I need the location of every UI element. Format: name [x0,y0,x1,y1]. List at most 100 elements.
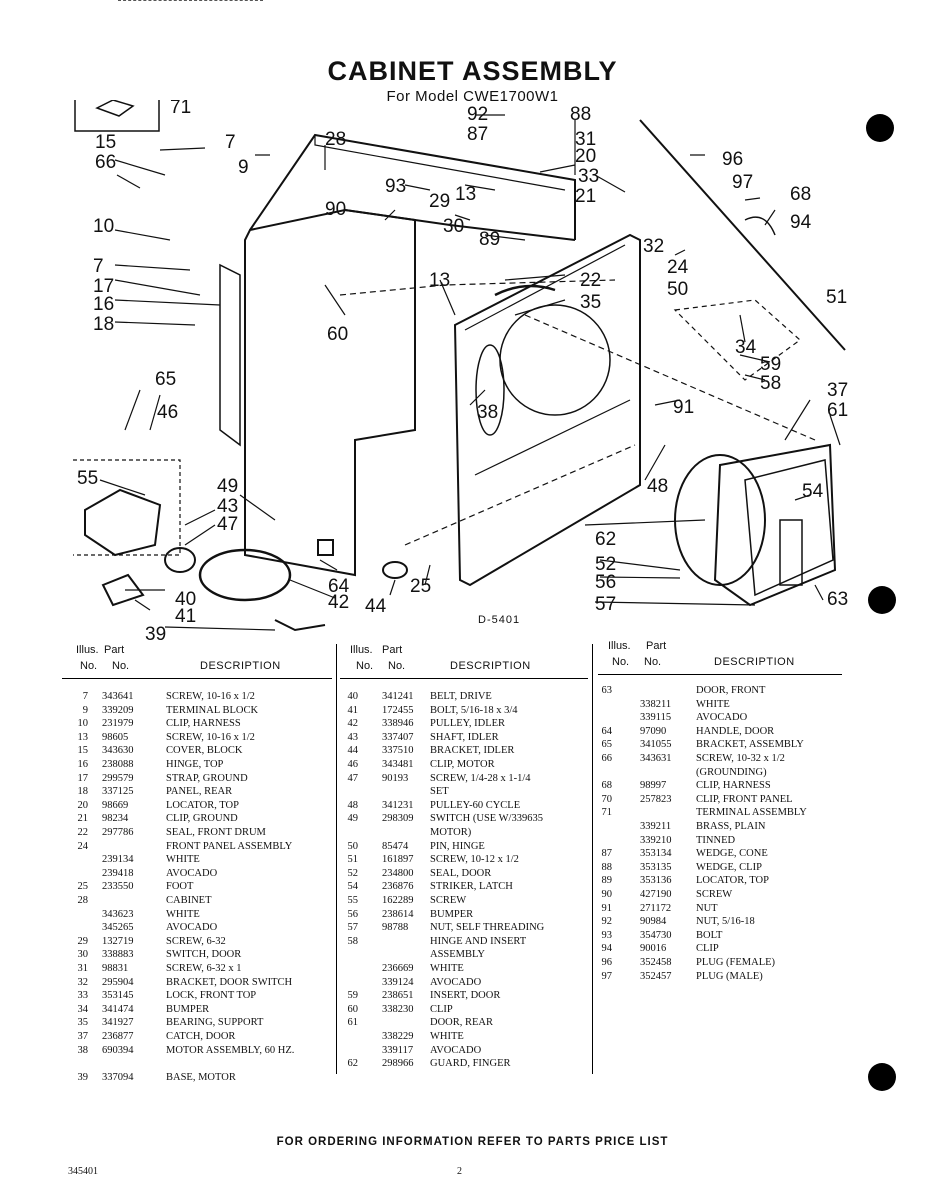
part-description: SCREW, 6-32 [166,935,226,947]
callout-label: 24 [667,257,689,278]
part-description: AVOCADO [430,976,482,988]
part-description: WEDGE, CONE [696,848,768,860]
part-description: MOTOR) [430,827,472,838]
part-description: NUT [696,902,718,914]
part-description: DOOR, FRONT [696,685,766,696]
part-number: 341241 [382,691,414,702]
part-description: BRASS, PLAIN [696,821,766,832]
part-description: GUARD, FINGER [430,1058,511,1070]
part-description: TINNED [696,834,736,846]
illus-number: 64 [601,725,613,737]
callout-label: 68 [790,184,811,205]
callout-label: 47 [217,514,238,535]
callout-label: 70 [55,100,76,105]
part-description: WHITE [166,908,200,920]
part-description: STRAP, GROUND [166,772,248,784]
illus-number: 91 [601,902,613,914]
illus-number: 22 [77,827,89,838]
page-title: CABINET ASSEMBLY [327,56,618,86]
part-description: AVOCADO [166,922,218,934]
column-header: Illus. Part No. No. DESCRIPTION [598,640,842,678]
part-number: 338883 [102,949,134,961]
illus-number: 42 [347,718,359,730]
illus-number: 66 [601,753,613,764]
binder-hole-middle [868,586,896,614]
top-edge-line [118,0,263,1]
callout-label: 34 [735,337,757,358]
callout-label: 7 [93,256,104,277]
illus-number: 70 [601,793,613,805]
part-number: 341927 [102,1017,134,1029]
part-description: CLIP [696,943,719,955]
callout-label: 40 [175,589,196,610]
illus-number: 93 [601,929,613,941]
part-number: 352457 [640,970,672,982]
callout-label: 28 [325,129,346,150]
column-divider-1 [336,644,337,1074]
part-number: 339115 [640,712,672,724]
part-description: SHAFT, IDLER [430,731,499,743]
illus-number: 34 [77,1003,89,1015]
callout-label: 42 [328,592,349,613]
part-description: CLIP, HARNESS [166,718,241,730]
part-number: 343623 [102,908,134,920]
illus-number: 46 [347,759,359,770]
illus-number: 28 [77,895,89,906]
part-number: 337510 [382,745,414,757]
binder-hole-bottom [868,1063,896,1091]
part-number: 90016 [640,943,667,955]
part-number: 343641 [102,691,134,702]
callout-label: 43 [217,496,238,517]
callout-label: 29 [429,191,450,212]
part-description: PIN, HINGE [430,840,485,852]
illus-number: 50 [347,840,359,852]
part-description: BRACKET, DOOR SWITCH [166,976,293,988]
illus-number: 24 [77,840,89,852]
part-description: BUMPER [166,1003,210,1015]
callout-label: 37 [827,380,848,401]
illus-number: 29 [77,935,89,947]
callout-label: 49 [217,476,238,497]
callout-label: 62 [595,529,616,550]
illus-number: 68 [601,780,613,792]
part-number: 427190 [640,889,672,900]
part-number: 231979 [102,718,134,730]
callout-label: 18 [93,314,114,335]
part-description: FRONT PANEL ASSEMBLY [166,840,293,852]
part-description: HINGE, TOP [166,759,224,770]
part-description: WHITE [430,1031,464,1042]
callout-label: 33 [578,166,599,187]
part-description: BOLT [696,929,723,941]
callout-label: 91 [673,397,694,418]
part-description: SCREW [430,895,467,906]
callout-label: 10 [93,216,114,237]
illus-number: 31 [77,963,89,974]
illus-number: 61 [347,1017,359,1029]
illus-number: 87 [601,848,613,860]
callout-label: 61 [827,400,848,421]
part-description: AVOCADO [166,867,218,879]
part-description: FOOT [166,881,194,893]
part-description: SCREW, 1/4-28 x 1-1/4 [430,772,531,784]
illus-number: 56 [347,908,359,920]
illus-number: 16 [77,759,89,770]
callout-label: 44 [365,596,387,617]
part-description: WHITE [696,698,730,710]
illus-number: 47 [347,772,359,784]
part-number: 90984 [640,916,667,928]
callout-label: 60 [327,324,348,345]
part-number: 353135 [640,861,672,873]
part-description: SCREW, 10-16 x 1/2 [166,731,255,743]
part-description: BRACKET, ASSEMBLY [696,739,804,751]
illus-number: 30 [77,949,89,961]
part-number: 98669 [102,799,129,811]
part-description: COVER, BLOCK [166,745,243,757]
illus-number: 10 [77,718,89,730]
part-number: 341231 [382,799,414,811]
part-description: NUT, SELF THREADING [430,922,545,934]
illus-number: 38 [77,1044,89,1056]
binder-hole-top [866,114,894,142]
part-description: CATCH, DOOR [166,1031,236,1042]
part-description: LOCATOR, TOP [696,875,769,887]
